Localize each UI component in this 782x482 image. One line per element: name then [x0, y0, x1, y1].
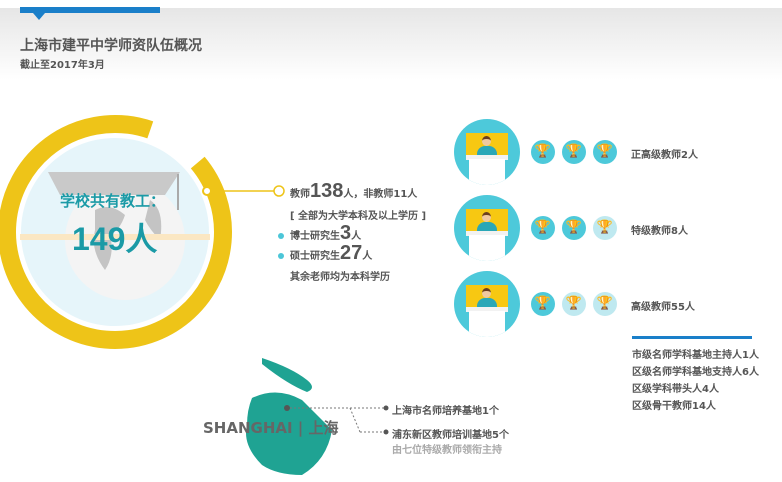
rank-label: 高级教师55人	[631, 302, 695, 313]
rest-note: 其余老师均为本科学历	[290, 272, 390, 283]
role-item: 区级骨干教师14人	[632, 401, 716, 412]
teacher-podium-icon	[454, 195, 520, 261]
header-accent-bar	[20, 7, 160, 13]
role-item: 区级学科带头人4人	[632, 384, 719, 395]
base-district-note: 由七位特级教师领衔主持	[392, 445, 502, 456]
trophy-icon: 🏆	[562, 216, 586, 240]
ring-dot	[202, 186, 212, 196]
base-district: 浦东新区教师培训基地5个	[392, 430, 509, 441]
master-line: 硕士研究生27人	[278, 242, 372, 265]
trophy-icon: 🏆	[562, 292, 586, 316]
base-city: 上海市名师培养基地1个	[392, 406, 499, 417]
graduation-cap-icon	[48, 172, 180, 195]
staff-label: 学校共有教工：	[60, 192, 166, 210]
trophy-icon: 🏆	[531, 216, 555, 240]
trophy-icon: 🏆	[593, 140, 617, 164]
teachers-line: 教师138人，非教师11人	[290, 180, 418, 202]
page-title: 上海市建平中学师资队伍概况	[20, 38, 202, 54]
degree-note: [ 全部为大学本科及以上学历 ]	[290, 211, 427, 222]
roles-divider	[632, 336, 752, 339]
page-subtitle: 截止至2017年3月	[20, 60, 105, 71]
staff-total: 149人	[72, 221, 158, 257]
teacher-podium-icon	[454, 119, 520, 185]
header-pointer	[33, 13, 45, 20]
rank-label: 正高级教师2人	[631, 150, 698, 161]
staff-ring-graphic	[0, 115, 285, 349]
rank-label: 特级教师8人	[631, 226, 688, 237]
trophy-icon: 🏆	[593, 292, 617, 316]
teacher-podium-icon	[454, 271, 520, 337]
role-item: 区级名师学科基地支持人6人	[632, 367, 759, 378]
trophy-icon: 🏆	[531, 292, 555, 316]
trophy-icon: 🏆	[593, 216, 617, 240]
role-item: 市级名师学科基地主持人1人	[632, 350, 759, 361]
pencil-icon	[20, 234, 210, 240]
trophy-icon: 🏆	[562, 140, 586, 164]
trophy-icon: 🏆	[531, 140, 555, 164]
shanghai-map	[246, 358, 389, 475]
map-label: SHANGHAI | 上海	[203, 419, 339, 437]
yellow-ring	[0, 115, 232, 349]
header-band	[0, 8, 782, 80]
phd-line: 博士研究生3人	[278, 222, 361, 245]
